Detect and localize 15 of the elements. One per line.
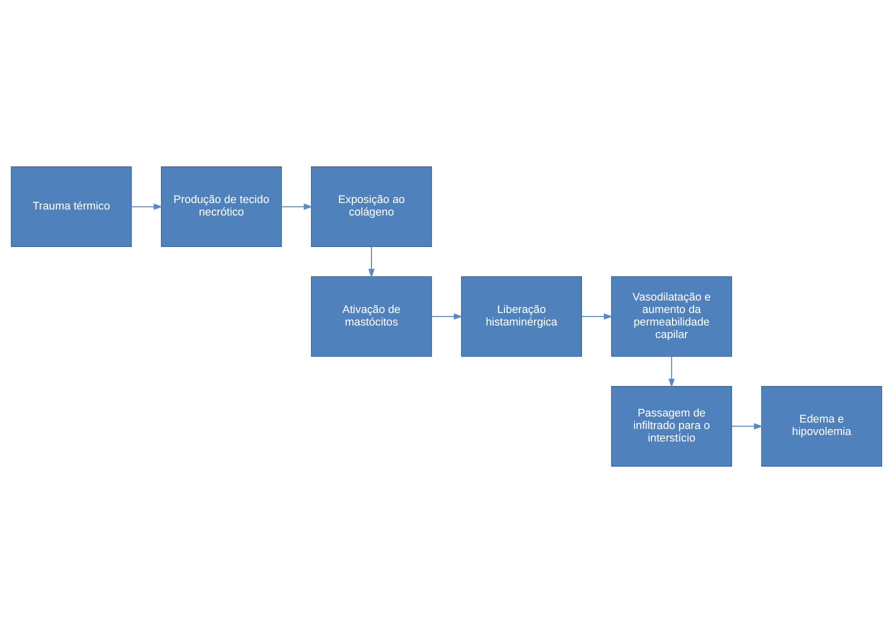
- node-box: Liberação histaminérgica: [461, 276, 582, 357]
- node-box: Ativação de mastócitos: [311, 276, 432, 357]
- node-box: Passagem de infiltrado para o interstício: [611, 386, 732, 467]
- arrow: [732, 423, 763, 430]
- node-box: Exposição ao colágeno: [311, 166, 432, 248]
- arrow: [368, 246, 375, 278]
- arrow: [432, 313, 463, 320]
- node-box: Vasodilatação e aumento da permeabilidade capilar: [611, 276, 732, 357]
- arrow: [582, 313, 613, 320]
- node-box: Trauma térmico: [10, 166, 132, 248]
- arrow: [282, 204, 313, 210]
- node-box: Edema e hipovolemia: [761, 386, 882, 467]
- node-box: Produção de tecido necrótico: [160, 166, 282, 248]
- arrow: [668, 356, 675, 388]
- arrow: [132, 204, 163, 210]
